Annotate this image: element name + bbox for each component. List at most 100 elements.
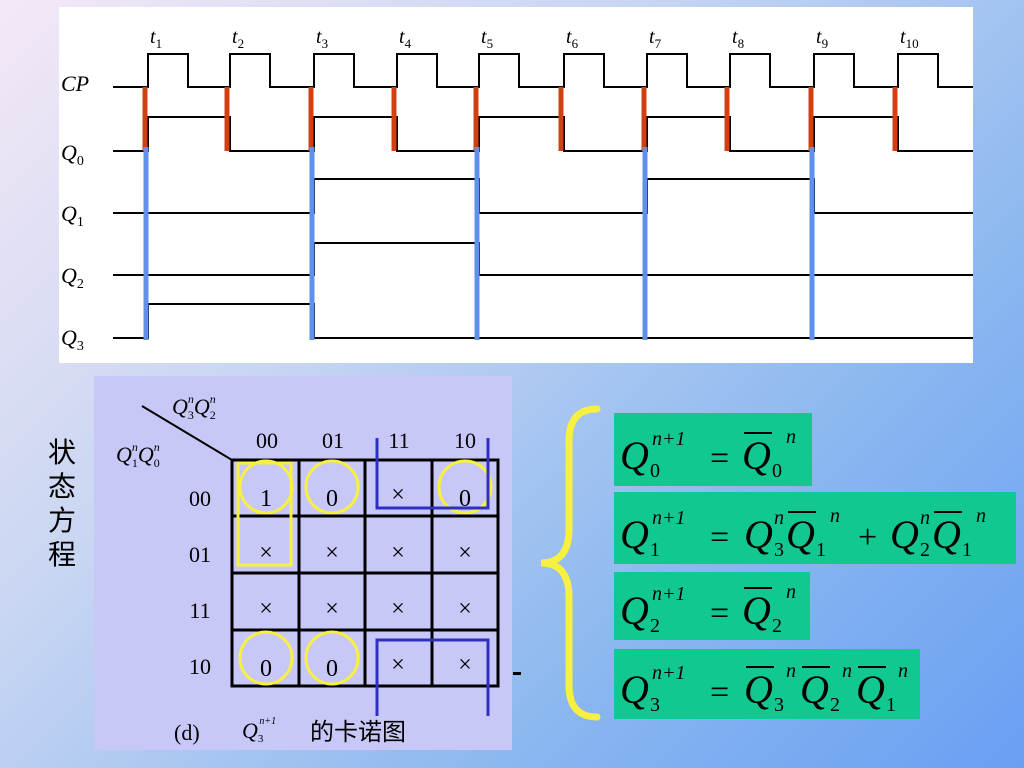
kmap-cell: × [458,596,472,622]
signal-name: Q [61,140,77,165]
blue-group-top [375,438,490,510]
eq-rhs-q: Q [742,588,771,633]
eq-sub: 3 [774,539,784,561]
eq-term: Q [744,667,773,712]
time-label-sub: 8 [738,36,745,51]
eq-sup: n+1 [652,662,686,684]
eq-sub: 2 [920,539,930,561]
eq-equals: = [710,440,729,477]
eq-term: Q [800,667,829,712]
eq-sup: n [774,507,784,529]
corner-top-sub-a: 3 [188,408,194,422]
corner-diagonal [141,405,233,461]
time-label-sub: 1 [156,36,163,51]
kmap-cell: × [259,540,273,566]
time-label-t: t [566,26,572,48]
kmap-cell: 0 [326,656,338,682]
time-label-t: t [649,26,655,48]
kmap-caption-var: Q3n+1 [242,716,276,745]
corner-top-var-a: Q [172,394,188,419]
eq-sup: n [976,505,986,527]
eq-rhs-q: Q [742,433,771,478]
curly-brace [540,405,601,721]
wave-cp [113,53,973,88]
time-label: t2 [232,26,244,51]
kmap-cell: 0 [326,486,338,512]
time-label: t8 [732,26,744,51]
kmap-cell: 0 [260,656,272,682]
equation-q3: Q 3 n+1 = Q 3 n Q 2 n Q 1 n [614,649,920,719]
corner-left-var-a: Q [116,442,132,467]
eq-sub: 1 [816,539,826,561]
eq-q0-lhs: Q [620,433,649,478]
time-label: t4 [399,26,412,51]
circle-group [304,459,360,515]
signal-label: Q1 [61,201,84,230]
row-header: 00 [189,486,211,511]
time-label-sub: 7 [655,36,662,51]
kmap-cell: 0 [459,486,471,512]
time-label-sub: 10 [906,36,919,51]
kmap-cell: × [325,596,339,622]
corner-left-var-b: Q [138,442,154,467]
signal-label: Q3 [61,325,84,354]
signal-sub: 0 [77,154,84,169]
eq-plus: + [858,519,877,556]
eq-sub: 2 [772,615,782,637]
signal-sub: 3 [77,339,84,354]
eq-sub: 1 [886,694,896,716]
kmap-cell: × [458,652,472,678]
time-label: t5 [481,26,493,51]
eq-q1-lhs: Q [620,512,649,557]
time-label: t6 [566,26,579,51]
time-label-sub: 5 [487,36,494,51]
kmap-caption-q: Q [242,718,258,743]
signal-label: Q2 [61,263,84,292]
signal-name: Q [61,263,77,288]
signal-name: Q [61,201,77,226]
kmap-caption-sup: n+1 [259,716,276,727]
eq-sup: n [842,660,852,682]
side-title-char: 方 [47,504,76,537]
eq-sub: 0 [650,460,660,482]
eq-sup: n+1 [652,507,686,529]
kmap-cells: 1 0 × 0 × × × × × × × × 0 0 × × [259,482,472,682]
col-header: 00 [256,428,278,453]
corner-top-sup-b: n [210,392,216,406]
wave-q0 [113,116,973,152]
eq-q3-lhs: Q [620,667,649,712]
time-label-t: t [232,26,238,48]
time-label-t: t [481,26,487,48]
row-header: 10 [189,654,211,679]
eq-sub: 3 [774,694,784,716]
eq-sup: n+1 [652,583,686,605]
time-label-t: t [732,26,738,48]
eq-term: Q [744,512,773,557]
time-label-sub: 9 [822,36,829,51]
eq-sub: 1 [650,539,660,561]
signal-sub: 2 [77,277,84,292]
corner-top-var-b: Q [194,394,210,419]
eq-q2-lhs: Q [620,588,649,633]
equation-q2: Q 2 n+1 = Q 2 n [614,572,810,640]
eq-equals: = [710,674,729,711]
equation-q0: Q 0 n+1 = Q 0 n [614,413,812,486]
corner-top-sup-a: n [188,392,194,406]
signal-name: CP [61,71,89,96]
side-title-char: 态 [47,470,76,503]
time-label: t3 [316,26,328,51]
col-header: 10 [454,428,476,453]
eq-sub: 2 [830,694,840,716]
eq-sub: 1 [962,539,972,561]
time-label: t7 [649,26,662,51]
col-header: 01 [322,428,344,453]
rect-group [236,461,293,567]
kmap-caption-suffix: 的卡诺图 [310,718,406,746]
eq-term: Q [932,512,961,557]
blue-group-bottom [375,638,490,716]
wave-q2 [113,242,973,276]
time-label-sub: 6 [572,36,579,51]
brace-path [540,405,601,721]
